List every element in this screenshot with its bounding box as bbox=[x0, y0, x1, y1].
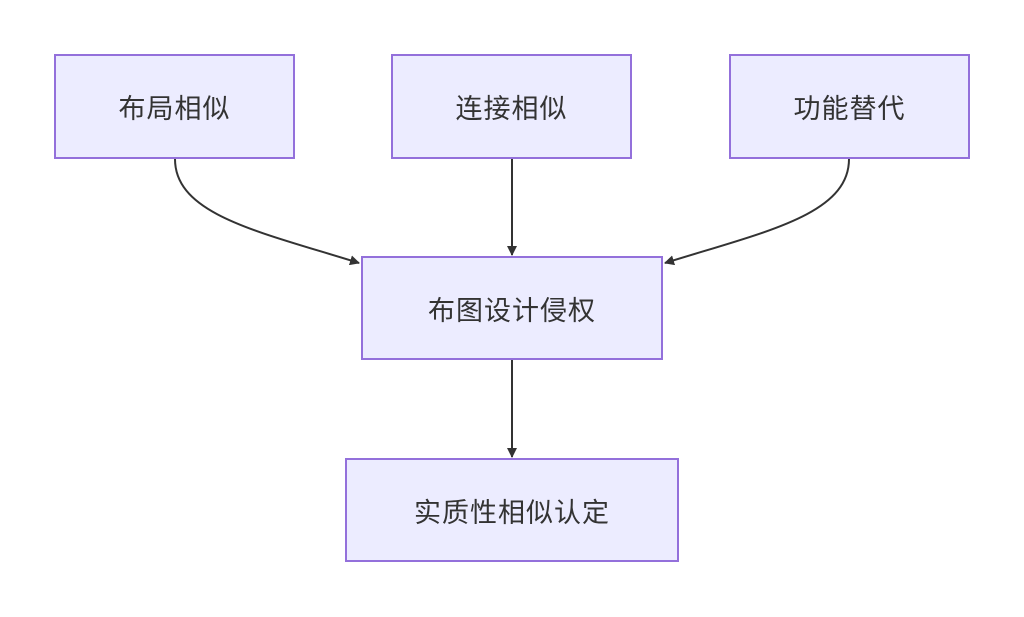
edge-function-to-infringe bbox=[664, 158, 850, 266]
edge-layout-to-infringe bbox=[174, 158, 360, 266]
node-substantial-similarity-determination[interactable]: 实质性相似认定 bbox=[345, 458, 679, 562]
node-label: 功能替代 bbox=[793, 94, 906, 125]
node-connection-similarity[interactable]: 连接相似 bbox=[391, 54, 632, 159]
node-layout-similarity[interactable]: 布局相似 bbox=[54, 54, 295, 159]
node-label: 布局相似 bbox=[118, 94, 231, 125]
node-label: 布图设计侵权 bbox=[428, 295, 596, 327]
node-layout-design-infringement[interactable]: 布图设计侵权 bbox=[361, 256, 663, 360]
node-functional-substitution[interactable]: 功能替代 bbox=[729, 54, 970, 159]
node-label: 实质性相似认定 bbox=[414, 497, 610, 529]
node-label: 连接相似 bbox=[455, 94, 568, 125]
